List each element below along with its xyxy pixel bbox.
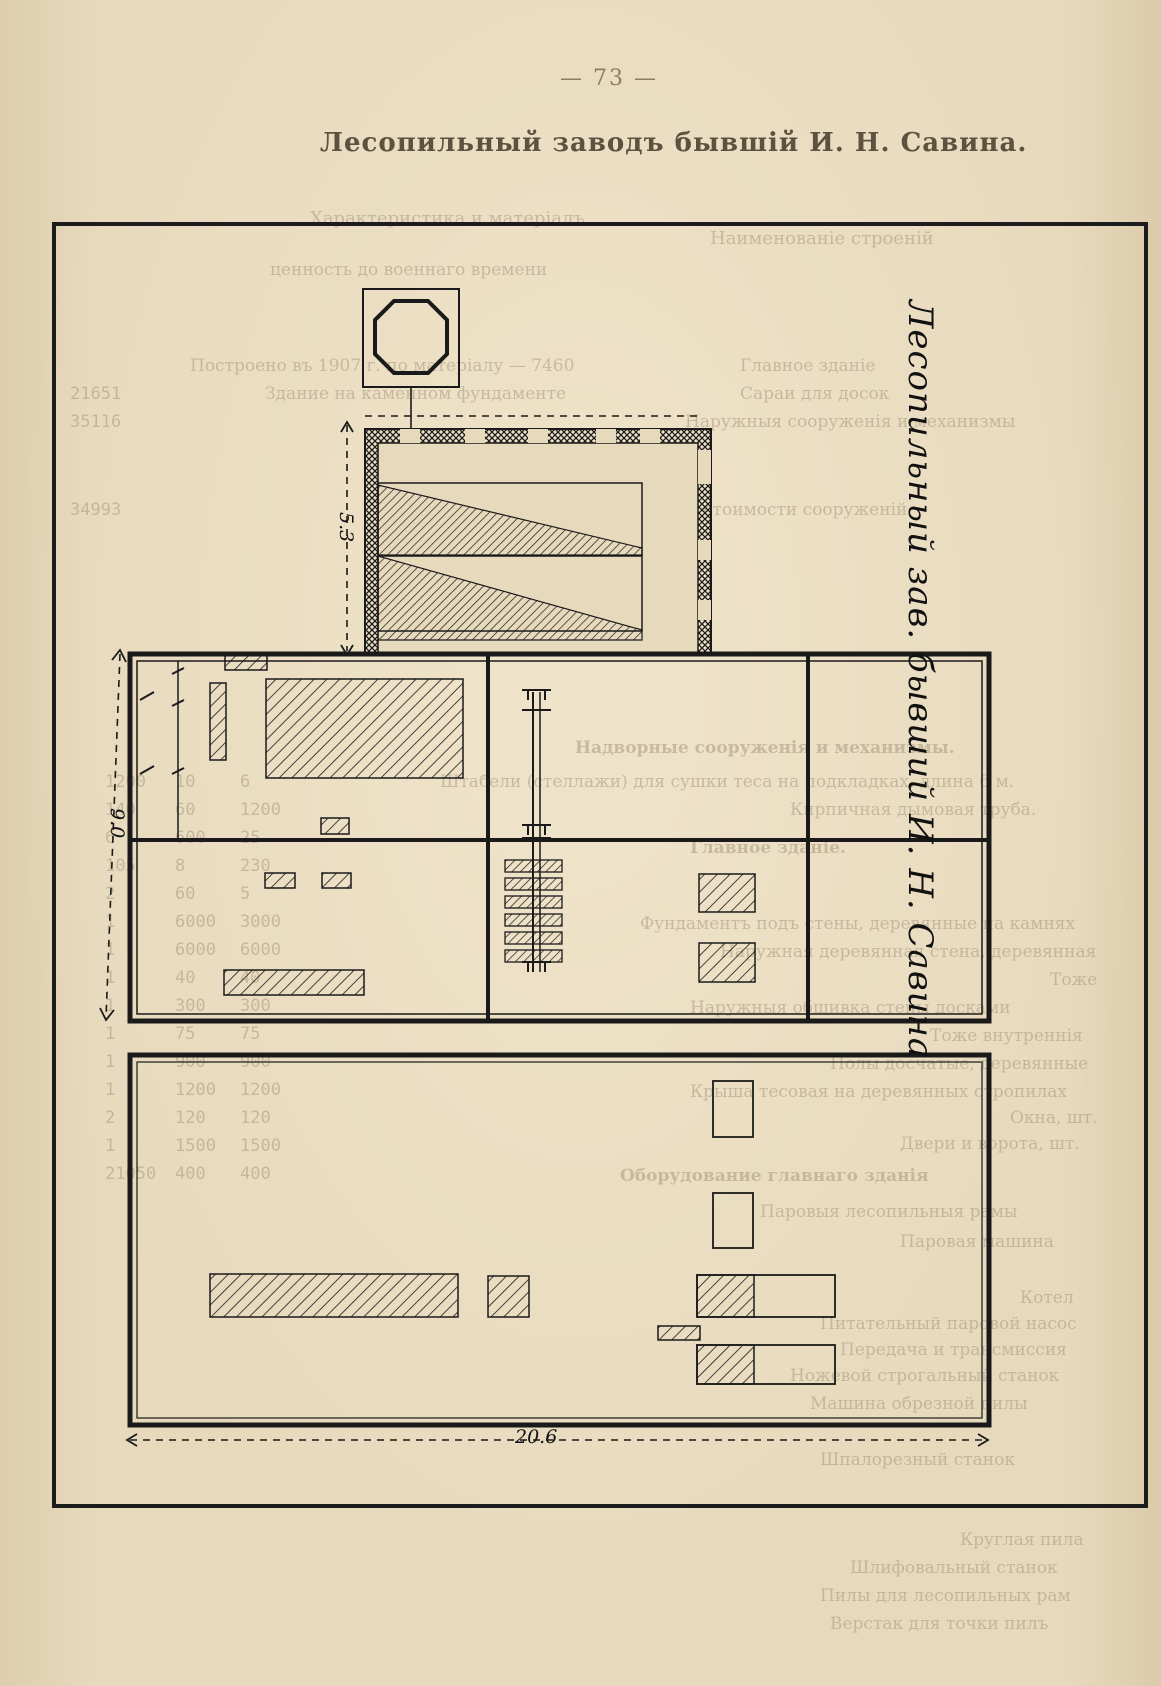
bg-value: 60 bbox=[175, 800, 196, 820]
bg-line-15: Питательный паровой насос bbox=[820, 1314, 1077, 1334]
bg-line-3: Фундаментъ подъ стены, деревянные на кам… bbox=[640, 914, 1076, 934]
bg-line-1: Штабели (стеллажи) для сушки теса на под… bbox=[440, 772, 1015, 792]
bg-value: 6 bbox=[240, 772, 251, 792]
bg-row-value-4: 34993 bbox=[70, 500, 122, 520]
bg-line-5: Тоже bbox=[1050, 970, 1098, 990]
bg-value: 1 bbox=[105, 1080, 116, 1100]
bg-value: 1 bbox=[105, 1052, 116, 1072]
bg-line-4: Наружная деревянная стена, деревянная bbox=[720, 942, 1097, 962]
bg-row-desc-1: Построено въ 1907 г. по матеріалу — 7460 bbox=[190, 356, 575, 376]
bg-value: 60 bbox=[175, 884, 196, 904]
bg-value: 120 bbox=[175, 1108, 206, 1128]
bg-line-13: Паровая машина bbox=[900, 1232, 1054, 1252]
bg-row-desc-2: Здание на каменном фундаменте bbox=[265, 384, 567, 404]
bg-value: 1 bbox=[105, 968, 116, 988]
bg-value: 75 bbox=[175, 1024, 196, 1044]
lower-building bbox=[127, 1052, 992, 1428]
bg-value: 400 bbox=[175, 1164, 206, 1184]
bg-line-16: Передача и трансмиссия bbox=[840, 1340, 1067, 1360]
bg-value: 1 bbox=[105, 1136, 116, 1156]
bg-value: 300 bbox=[175, 996, 206, 1016]
bg-line-20: Круглая пила bbox=[960, 1530, 1084, 1550]
bg-value: 1500 bbox=[240, 1136, 281, 1156]
bg-value: 1200 bbox=[240, 1080, 281, 1100]
bg-value: 120 bbox=[240, 1108, 271, 1128]
bg-line-10: Окна, шт. bbox=[1010, 1108, 1098, 1128]
bg-row-value-2: 21651 bbox=[70, 384, 122, 404]
bg-value: 2 bbox=[105, 1108, 116, 1128]
bg-line-9: Крыша тесовая на деревянных стропилах bbox=[690, 1082, 1068, 1102]
dimension-annex-label: 5.3 bbox=[335, 512, 357, 543]
bg-line-21: Шлифовальный станок bbox=[850, 1558, 1058, 1578]
bg-line-22: Пилы для лесопильных рам bbox=[820, 1586, 1071, 1606]
bg-col-desc2: ценность до военнаго времени bbox=[270, 260, 548, 280]
bg-section-equipment: Оборудование главнаго зданія bbox=[620, 1166, 929, 1186]
chimney bbox=[362, 288, 460, 430]
bg-value: 400 bbox=[240, 1164, 271, 1184]
bg-value: 6000 bbox=[175, 940, 216, 960]
dimension-width-label: 9.0 bbox=[106, 808, 128, 839]
page-number: — 73 — bbox=[560, 66, 658, 91]
dimension-length-label: 20.6 bbox=[515, 1426, 558, 1448]
bg-line-8: Полы досчатые, деревянные bbox=[830, 1054, 1089, 1074]
bg-value: 8 bbox=[175, 856, 186, 876]
bg-value: 230 bbox=[240, 856, 271, 876]
bg-row-name-2: Сараи для досок bbox=[740, 384, 890, 404]
bg-value: 1 bbox=[105, 912, 116, 932]
dimension-lines bbox=[105, 415, 985, 1441]
main-building bbox=[127, 651, 992, 1024]
bg-value: 1200 bbox=[175, 1080, 216, 1100]
bg-value: 5 bbox=[240, 884, 251, 904]
bg-row-name-3: Наружныя сооруженія и механизмы bbox=[685, 412, 1016, 432]
bg-row-name-1: Главное зданіе bbox=[740, 356, 876, 376]
bg-value: 1 bbox=[105, 940, 116, 960]
bg-value: 1 bbox=[105, 996, 116, 1016]
bg-line-2: Кирпичная дымовая труба. bbox=[790, 800, 1037, 820]
bg-value: 1 bbox=[105, 1024, 116, 1044]
bg-value: 6000 bbox=[240, 940, 281, 960]
bg-line-18: Машина обрезной пилы bbox=[810, 1394, 1028, 1414]
bg-line-19: Шпалорезный станок bbox=[820, 1450, 1015, 1470]
bg-value: 75 bbox=[240, 1024, 261, 1044]
bg-line-7: Тоже внутреннія bbox=[930, 1026, 1083, 1046]
plan-frame bbox=[52, 222, 1148, 1508]
bg-value: 6000 bbox=[175, 912, 216, 932]
bg-line-12: Паровыя лесопильныя рамы bbox=[760, 1202, 1018, 1222]
bg-row-value-3: 35116 bbox=[70, 412, 122, 432]
bg-value: 300 bbox=[240, 996, 271, 1016]
bg-col-name: Наименованіе строеній bbox=[710, 228, 934, 249]
plan-title: Лесопильный зав. бывший И. Н. Савина bbox=[900, 300, 940, 1060]
page-header: Лесопильный заводъ бывшій И. Н. Савина. bbox=[320, 128, 1028, 158]
boiler-house bbox=[364, 428, 712, 655]
bg-line-6: Наружныя обшивка стены досками bbox=[690, 998, 1011, 1018]
bg-value: 6 bbox=[105, 828, 116, 848]
bg-value: 1200 bbox=[240, 800, 281, 820]
bg-line-23: Верстак для точки пилъ bbox=[830, 1614, 1049, 1634]
bg-value: 3000 bbox=[240, 912, 281, 932]
bg-value: 40 bbox=[175, 968, 196, 988]
bg-value: 10 bbox=[175, 772, 196, 792]
bg-section-nadvor: Надворные сооруженія и механизмы. bbox=[575, 738, 955, 758]
bg-line-14: Котел bbox=[1020, 1288, 1074, 1308]
bg-value: 1500 bbox=[175, 1136, 216, 1156]
bg-line-17: Ножевой строгальный станок bbox=[790, 1366, 1060, 1386]
